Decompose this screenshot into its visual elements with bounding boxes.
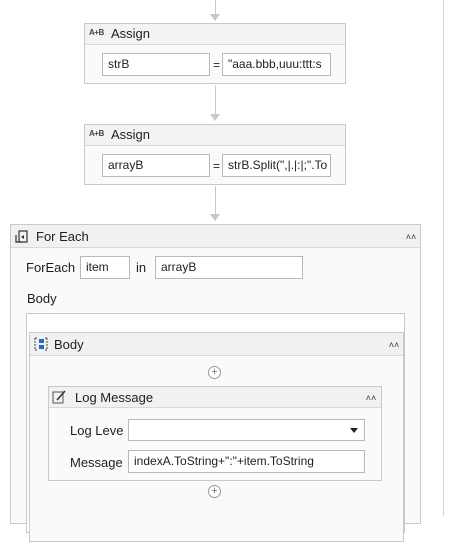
log-message-activity[interactable]: Log Message ˄˄ Log Leve Message indexA.T…: [48, 386, 382, 481]
assign-header: A+B Assign: [85, 125, 345, 146]
assign-value-field[interactable]: "aaa.bbb,uuu:ttt:s: [222, 53, 331, 76]
designer-scroll-edge: [443, 0, 444, 516]
assign-to-field[interactable]: strB: [102, 53, 210, 76]
log-message-icon: [52, 390, 66, 404]
foreach-collection-field[interactable]: arrayB: [155, 256, 303, 279]
connector-line: [215, 0, 216, 14]
assign-icon: A+B: [89, 129, 104, 138]
sequence-activity[interactable]: Body ˄˄ + Log Message ˄˄ Log Leve: [29, 332, 404, 542]
connector-line: [215, 85, 216, 115]
log-message-title: Log Message: [75, 390, 154, 405]
assign-icon: A+B: [89, 28, 104, 37]
collapse-icon[interactable]: ˄˄: [405, 232, 417, 242]
connector-arrow: [210, 214, 220, 221]
equals-sign: =: [213, 159, 221, 173]
foreach-item-field[interactable]: item: [80, 256, 130, 279]
sequence-header: Body ˄˄: [30, 333, 403, 356]
message-field[interactable]: indexA.ToString+":"+item.ToString: [128, 450, 365, 473]
add-activity-icon[interactable]: +: [208, 485, 221, 498]
in-label: in: [136, 260, 147, 275]
assign-to-field[interactable]: arrayB: [102, 154, 210, 177]
log-level-dropdown[interactable]: [128, 419, 365, 441]
foreach-icon: [15, 230, 28, 243]
assign-activity-2[interactable]: A+B Assign arrayB = strB.Split(",|.|:|;"…: [84, 124, 346, 185]
foreach-activity[interactable]: For Each ˄˄ ForEach item in arrayB Body …: [10, 224, 421, 542]
foreach-label: ForEach: [26, 260, 76, 275]
log-message-header: Log Message ˄˄: [49, 387, 381, 408]
message-label: Message: [70, 455, 123, 470]
collapse-icon[interactable]: ˄˄: [388, 340, 400, 350]
assign-header: A+B Assign: [85, 24, 345, 45]
foreach-title: For Each: [36, 229, 89, 244]
equals-sign: =: [213, 58, 221, 72]
chevron-down-icon: [350, 428, 358, 433]
assign-title: Assign: [111, 26, 151, 41]
add-activity-icon[interactable]: +: [208, 366, 221, 379]
assign-activity-1[interactable]: A+B Assign strB = "aaa.bbb,uuu:ttt:s: [84, 23, 346, 84]
foreach-header: For Each ˄˄: [11, 225, 420, 248]
connector-line: [215, 186, 216, 215]
sequence-icon: [34, 337, 48, 351]
assign-title: Assign: [111, 127, 151, 142]
log-level-label: Log Leve: [70, 423, 124, 438]
connector-arrow: [210, 114, 220, 121]
body-label: Body: [27, 291, 57, 306]
connector-arrow: [210, 14, 220, 21]
body-container: Body ˄˄ + Log Message ˄˄ Log Leve: [26, 313, 405, 542]
sequence-title: Body: [54, 337, 84, 352]
collapse-icon[interactable]: ˄˄: [365, 393, 377, 403]
assign-value-field[interactable]: strB.Split(",|.|:|;".To: [222, 154, 331, 177]
